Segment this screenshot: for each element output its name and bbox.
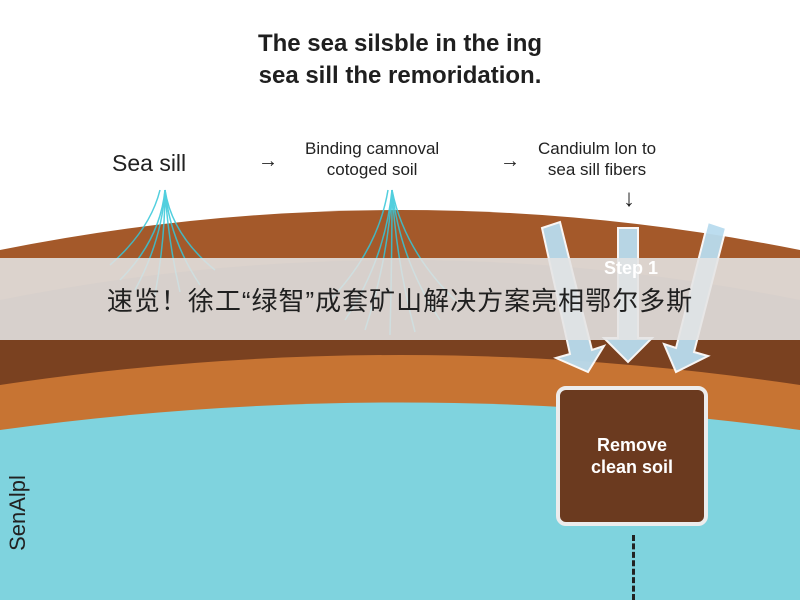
remove-clean-soil-label: Remove clean soil xyxy=(591,434,673,478)
dashed-connector xyxy=(632,535,635,600)
side-label: SenAlpl xyxy=(4,475,30,551)
remove-line-1: Remove xyxy=(596,435,667,455)
banner-text: 速览！徐工“绿智”成套矿山解决方案亮相鄂尔多斯 xyxy=(106,285,694,316)
arrow-right-icon: → xyxy=(500,150,520,172)
remove-line-2: clean soil xyxy=(590,457,674,477)
label-sea-sill: Sea sill xyxy=(112,150,187,176)
title-line-2: sea sill the remoridation. xyxy=(258,62,542,89)
remove-clean-soil-box: Remove clean soil xyxy=(556,386,708,526)
label-cadmium-line-2: sea sill fibers xyxy=(547,160,647,179)
label-binding-line-2: cotoged soil xyxy=(326,160,418,179)
label-cadmium: Candiulm lon to sea sill fibers xyxy=(538,138,656,180)
label-binding-line-1: Binding camnoval xyxy=(305,139,440,158)
caption-banner: 速览！徐工“绿智”成套矿山解决方案亮相鄂尔多斯 xyxy=(0,258,800,340)
label-binding: Binding camnoval cotoged soil xyxy=(305,138,439,180)
diagram-title: The sea silsble in the ing sea sill the … xyxy=(0,28,800,92)
arrow-down-icon: ↓ xyxy=(623,185,635,212)
label-cadmium-line-1: Candiulm lon to xyxy=(538,139,657,158)
arrow-right-icon: → xyxy=(258,150,278,172)
step-label: Step 1 xyxy=(604,258,659,278)
title-line-1: The sea silsble in the ing xyxy=(257,30,543,57)
